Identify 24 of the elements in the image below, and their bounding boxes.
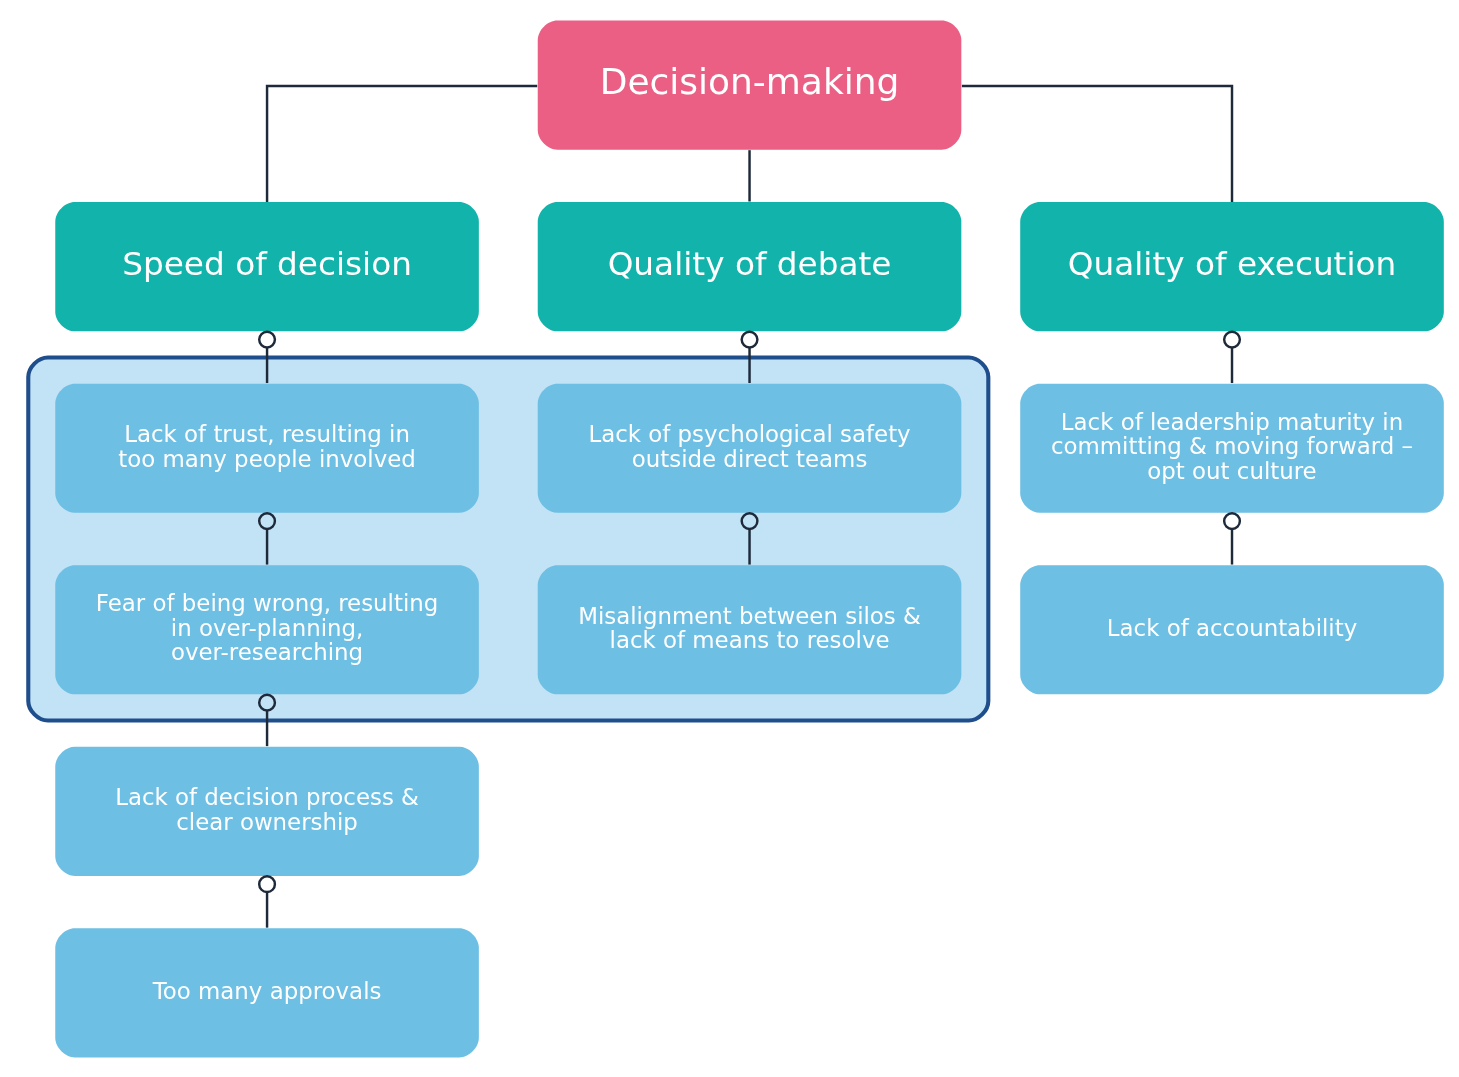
node-box: Decision-making	[537, 20, 962, 150]
node-box: Lack of psychological safety outside direct teams	[537, 383, 962, 513]
node-box: Quality of execution	[1020, 201, 1444, 331]
node-box: Lack of leadership maturity in committing & moving forward – opt out culture	[1020, 383, 1444, 513]
node-box: Lack of decision process & clear ownership	[55, 746, 479, 876]
cluster	[26, 354, 991, 723]
node-box: Lack of accountability	[1020, 564, 1444, 694]
connector	[265, 84, 538, 202]
node-box: Too many approvals	[55, 927, 479, 1057]
node-box: Speed of decision	[55, 201, 479, 331]
node-box: Lack of trust, resulting in too many people involved	[55, 383, 479, 513]
connector	[961, 84, 1234, 202]
connector	[1222, 511, 1242, 565]
node-box: Quality of debate	[537, 201, 962, 331]
node-box: Misalignment between silos & lack of means to resolve	[537, 564, 962, 694]
node-box: Fear of being wrong, resulting in over-planning, over-researching	[55, 564, 479, 694]
connector	[258, 511, 277, 565]
connector	[1222, 330, 1242, 383]
connector	[258, 330, 277, 383]
connector	[748, 149, 751, 201]
connector	[740, 511, 759, 565]
connector	[258, 874, 277, 928]
connector	[740, 330, 759, 383]
connector	[258, 693, 277, 746]
